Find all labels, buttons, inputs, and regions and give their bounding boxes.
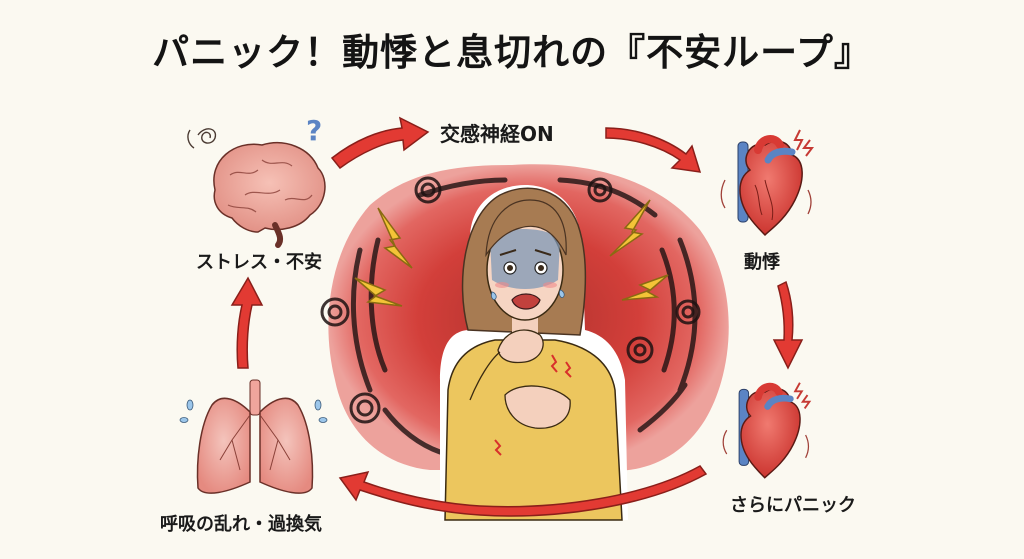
question-mark-icon: ? <box>306 114 322 147</box>
cycle-arrows <box>230 116 804 517</box>
step-label-palpitation: 動悸 <box>744 252 780 273</box>
arrow-icon <box>230 276 264 369</box>
woman-panic-illustration <box>440 185 628 521</box>
heart-icon <box>720 129 814 237</box>
arrow-icon <box>772 280 804 370</box>
lightning-icon <box>354 199 669 307</box>
arrow-icon <box>330 116 430 170</box>
step-label-breathing: 呼吸の乱れ・過換気 <box>160 514 322 535</box>
brain-icon: ? <box>187 114 326 248</box>
step-label-sympathetic: 交感神経ON <box>440 122 554 146</box>
lungs-icon <box>179 379 328 494</box>
step-label-more-panic: さらにパニック <box>730 495 856 516</box>
arrow-icon <box>338 465 708 517</box>
heart-icon <box>722 382 812 479</box>
dizzy-icon <box>187 128 217 149</box>
arrow-icon <box>605 127 702 173</box>
step-label-stress: ストレス・不安 <box>196 252 322 273</box>
page-title: パニック！動悸と息切れの『不安ループ』 <box>152 31 872 74</box>
